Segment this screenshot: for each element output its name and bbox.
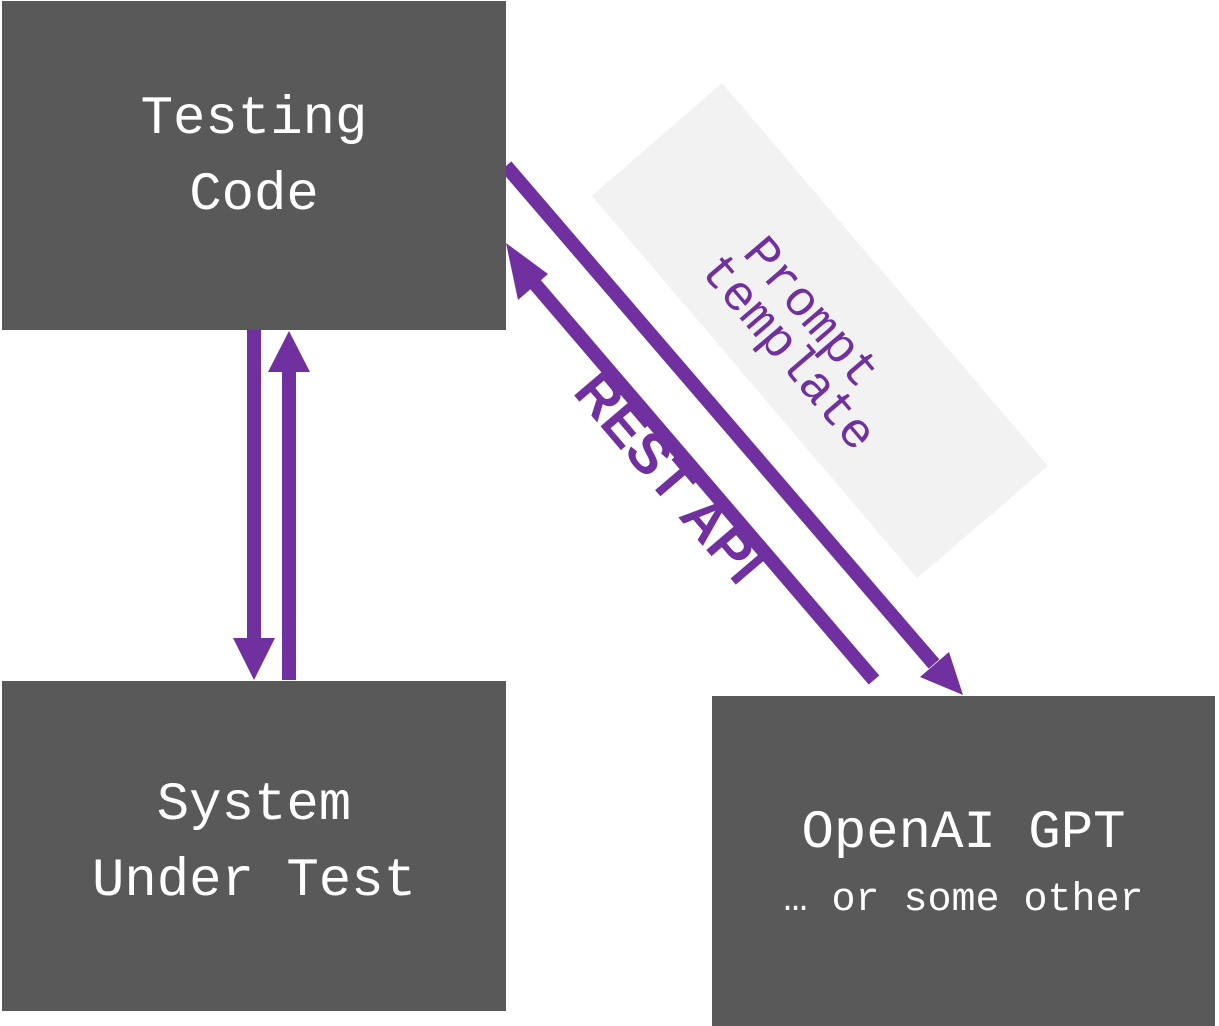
arrow-from-openai	[506, 243, 880, 685]
arrow-to-openai	[500, 161, 963, 695]
arrow-up-to-testing-code	[268, 331, 310, 680]
testing-code-title-line1: Testing	[140, 88, 368, 150]
prompt-template-backdrop	[592, 83, 1048, 578]
openai-title: OpenAI GPT	[801, 803, 1126, 864]
testing-code-title-line2: Code	[189, 164, 319, 226]
system-under-test-box: System Under Test	[2, 681, 506, 1011]
system-under-test-title-line2: Under Test	[91, 851, 417, 912]
rest-api-label: REST API	[563, 359, 777, 595]
openai-box: OpenAI GPT … or some other	[712, 696, 1215, 1026]
openai-subtitle: … or some other	[783, 878, 1144, 923]
testing-code-box: Testing Code	[2, 1, 506, 330]
system-under-test-title-line1: System	[156, 775, 352, 836]
arrow-down-to-sut	[233, 330, 275, 680]
